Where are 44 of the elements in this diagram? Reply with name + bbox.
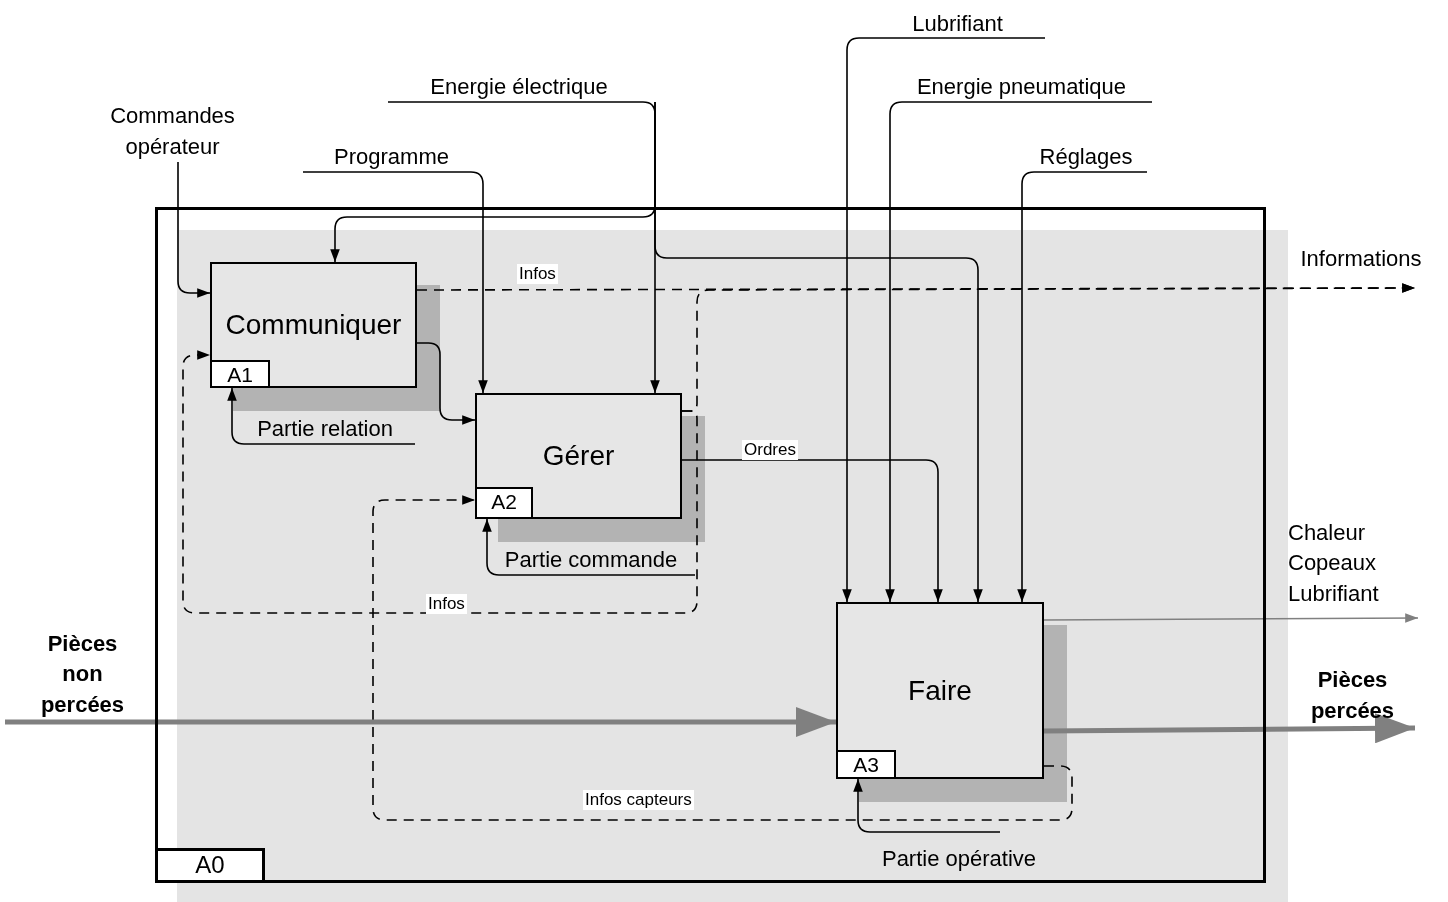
arrow: [482, 518, 696, 576]
edge-label: Infos: [517, 264, 558, 284]
arrow: [853, 778, 1001, 833]
flow-label: Chaleur Copeaux Lubrifiant: [1288, 518, 1418, 618]
flow-label: Energie électrique: [380, 66, 658, 102]
flow-label: Partie commande: [487, 546, 695, 575]
flow-label: Partie relation: [232, 412, 418, 444]
flow-label: Commandes opérateur: [90, 98, 255, 162]
function-number: A3: [836, 750, 896, 779]
arrow: [372, 495, 1073, 821]
arrow: [5, 707, 836, 737]
function-box: [210, 262, 417, 388]
arrow: [885, 101, 1153, 603]
arrow: [1044, 713, 1415, 744]
arrow: [842, 37, 1046, 603]
edge-label: Ordres: [742, 440, 798, 460]
flow-label: Pièces non percées: [5, 622, 160, 722]
edge-label: Infos capteurs: [583, 790, 694, 810]
flow-label: Energie pneumatique: [888, 66, 1155, 102]
function-number: A1: [210, 360, 270, 388]
arrow: [1043, 613, 1419, 623]
function-name: Communiquer: [225, 309, 402, 341]
function-number: A2: [475, 487, 533, 519]
arrow: [681, 459, 943, 603]
flow-label: Informations: [1286, 244, 1436, 288]
flow-label: Lubrifiant: [845, 4, 1048, 39]
flow-label: Partie opérative: [858, 832, 1060, 874]
arrow: [654, 101, 983, 603]
flow-label: Réglages: [1022, 136, 1150, 172]
arrow: [302, 171, 488, 394]
function-box: [475, 393, 682, 519]
function-name: Gérer: [542, 440, 615, 472]
function-name: Faire: [908, 674, 972, 707]
arrow: [227, 387, 416, 445]
arrow: [416, 342, 476, 425]
arrow: [387, 101, 660, 394]
flow-label: Pièces percées: [1290, 658, 1415, 728]
arrow: [1017, 171, 1148, 603]
arrow: [182, 350, 698, 614]
edge-label: Infos: [426, 594, 467, 614]
arrow: [177, 161, 211, 298]
function-box: [836, 602, 1044, 779]
flow-label: Programme: [298, 126, 485, 172]
diagram-number: A0: [155, 848, 265, 883]
